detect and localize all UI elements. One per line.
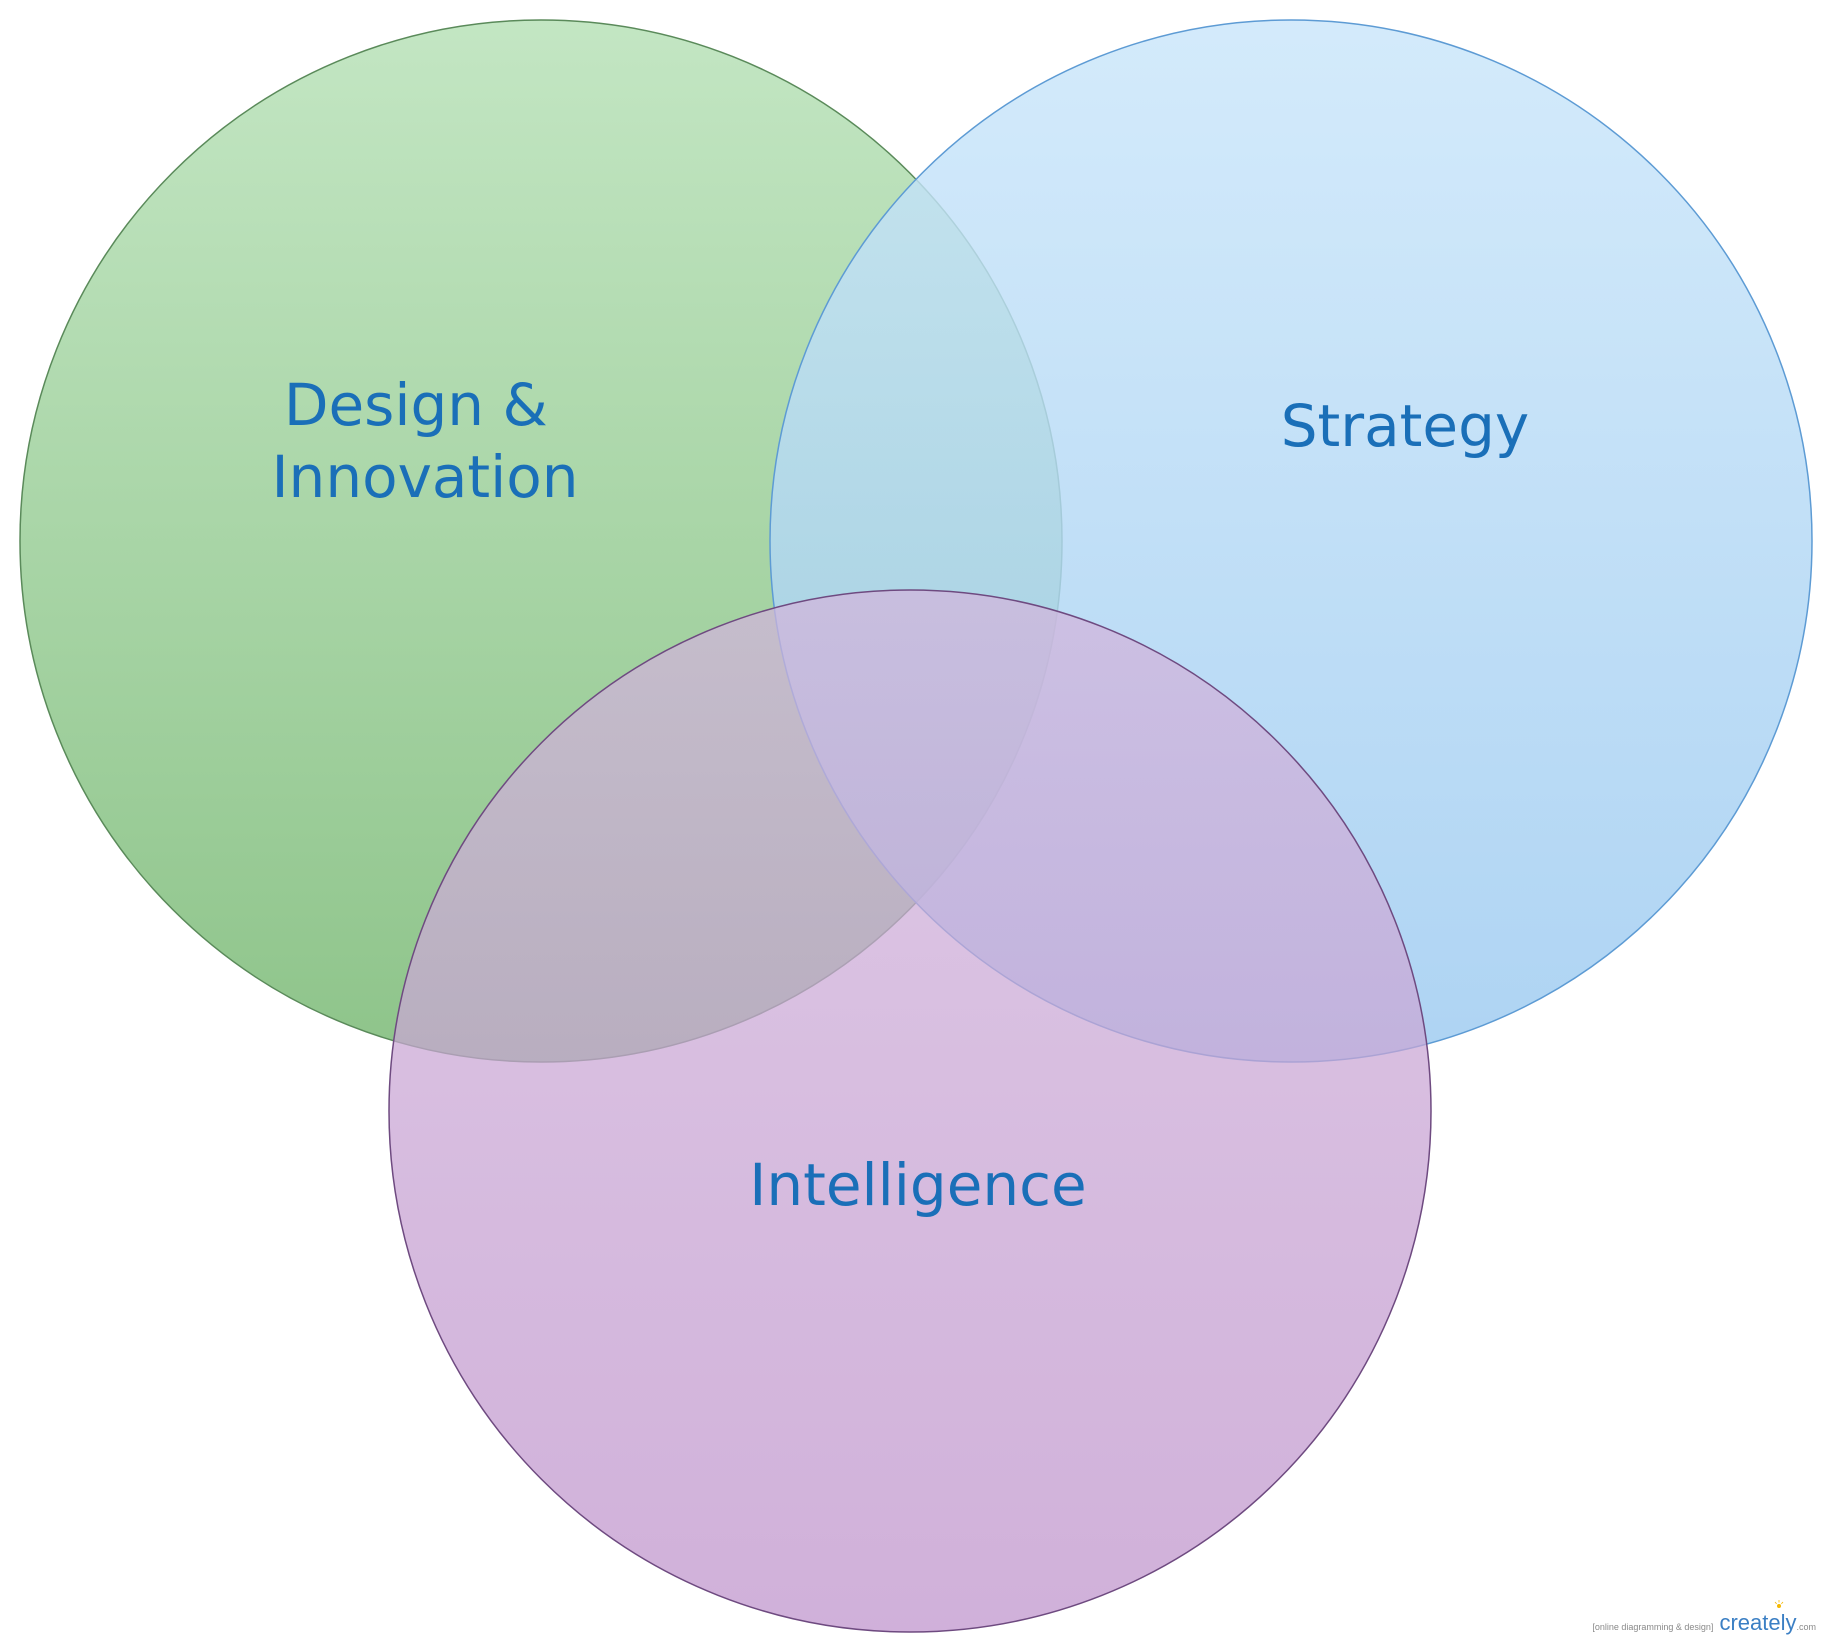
- brand-name: creately: [1719, 1610, 1797, 1635]
- design-label-line-1: Design &: [284, 371, 548, 439]
- strategy-label: Strategy: [1281, 392, 1530, 460]
- intelligence-label: Intelligence: [749, 1151, 1086, 1219]
- watermark: [online diagramming & design] creately.c…: [1592, 1600, 1816, 1636]
- intelligence-circle: [388, 589, 1432, 1633]
- sun-icon: [1774, 1600, 1784, 1608]
- design-label-line-2: Innovation: [271, 443, 578, 511]
- design-innovation-label: Design & Innovation: [271, 371, 578, 511]
- brand-domain: .com: [1796, 1622, 1816, 1632]
- creately-logo: creately.com: [1719, 1600, 1816, 1636]
- watermark-tagline: [online diagramming & design]: [1592, 1622, 1714, 1632]
